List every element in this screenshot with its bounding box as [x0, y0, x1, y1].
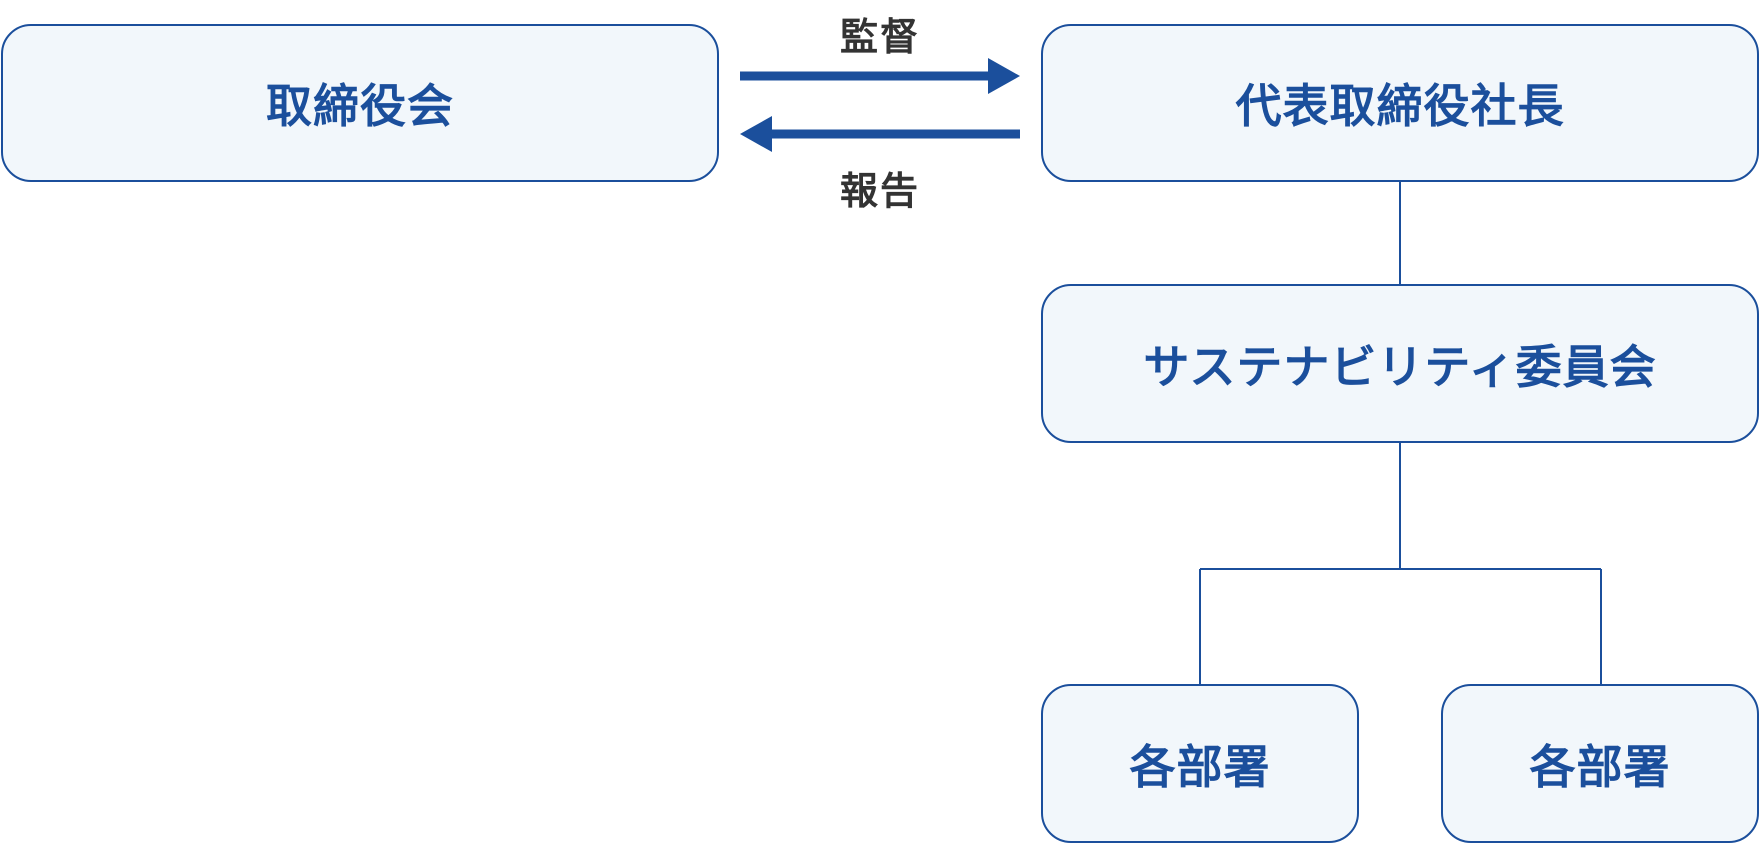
department-label-1: 各部署: [1129, 739, 1271, 794]
department-node-1: 各部署: [1041, 684, 1359, 843]
department-node-2: 各部署: [1441, 684, 1759, 843]
board-node: 取締役会: [1, 24, 719, 182]
sustainability-committee-node: サステナビリティ委員会: [1041, 284, 1759, 443]
president-label: 代表取締役社長: [1235, 79, 1565, 133]
supervise-arrow: [740, 58, 1020, 94]
president-node: 代表取締役社長: [1041, 24, 1759, 182]
report-label: 報告: [839, 169, 920, 213]
department-label-2: 各部署: [1529, 739, 1671, 794]
committee-label: サステナビリティ委員会: [1143, 339, 1657, 394]
board-label: 取締役会: [266, 79, 454, 133]
supervise-label: 監督: [839, 15, 920, 59]
report-arrow: [740, 116, 1020, 152]
